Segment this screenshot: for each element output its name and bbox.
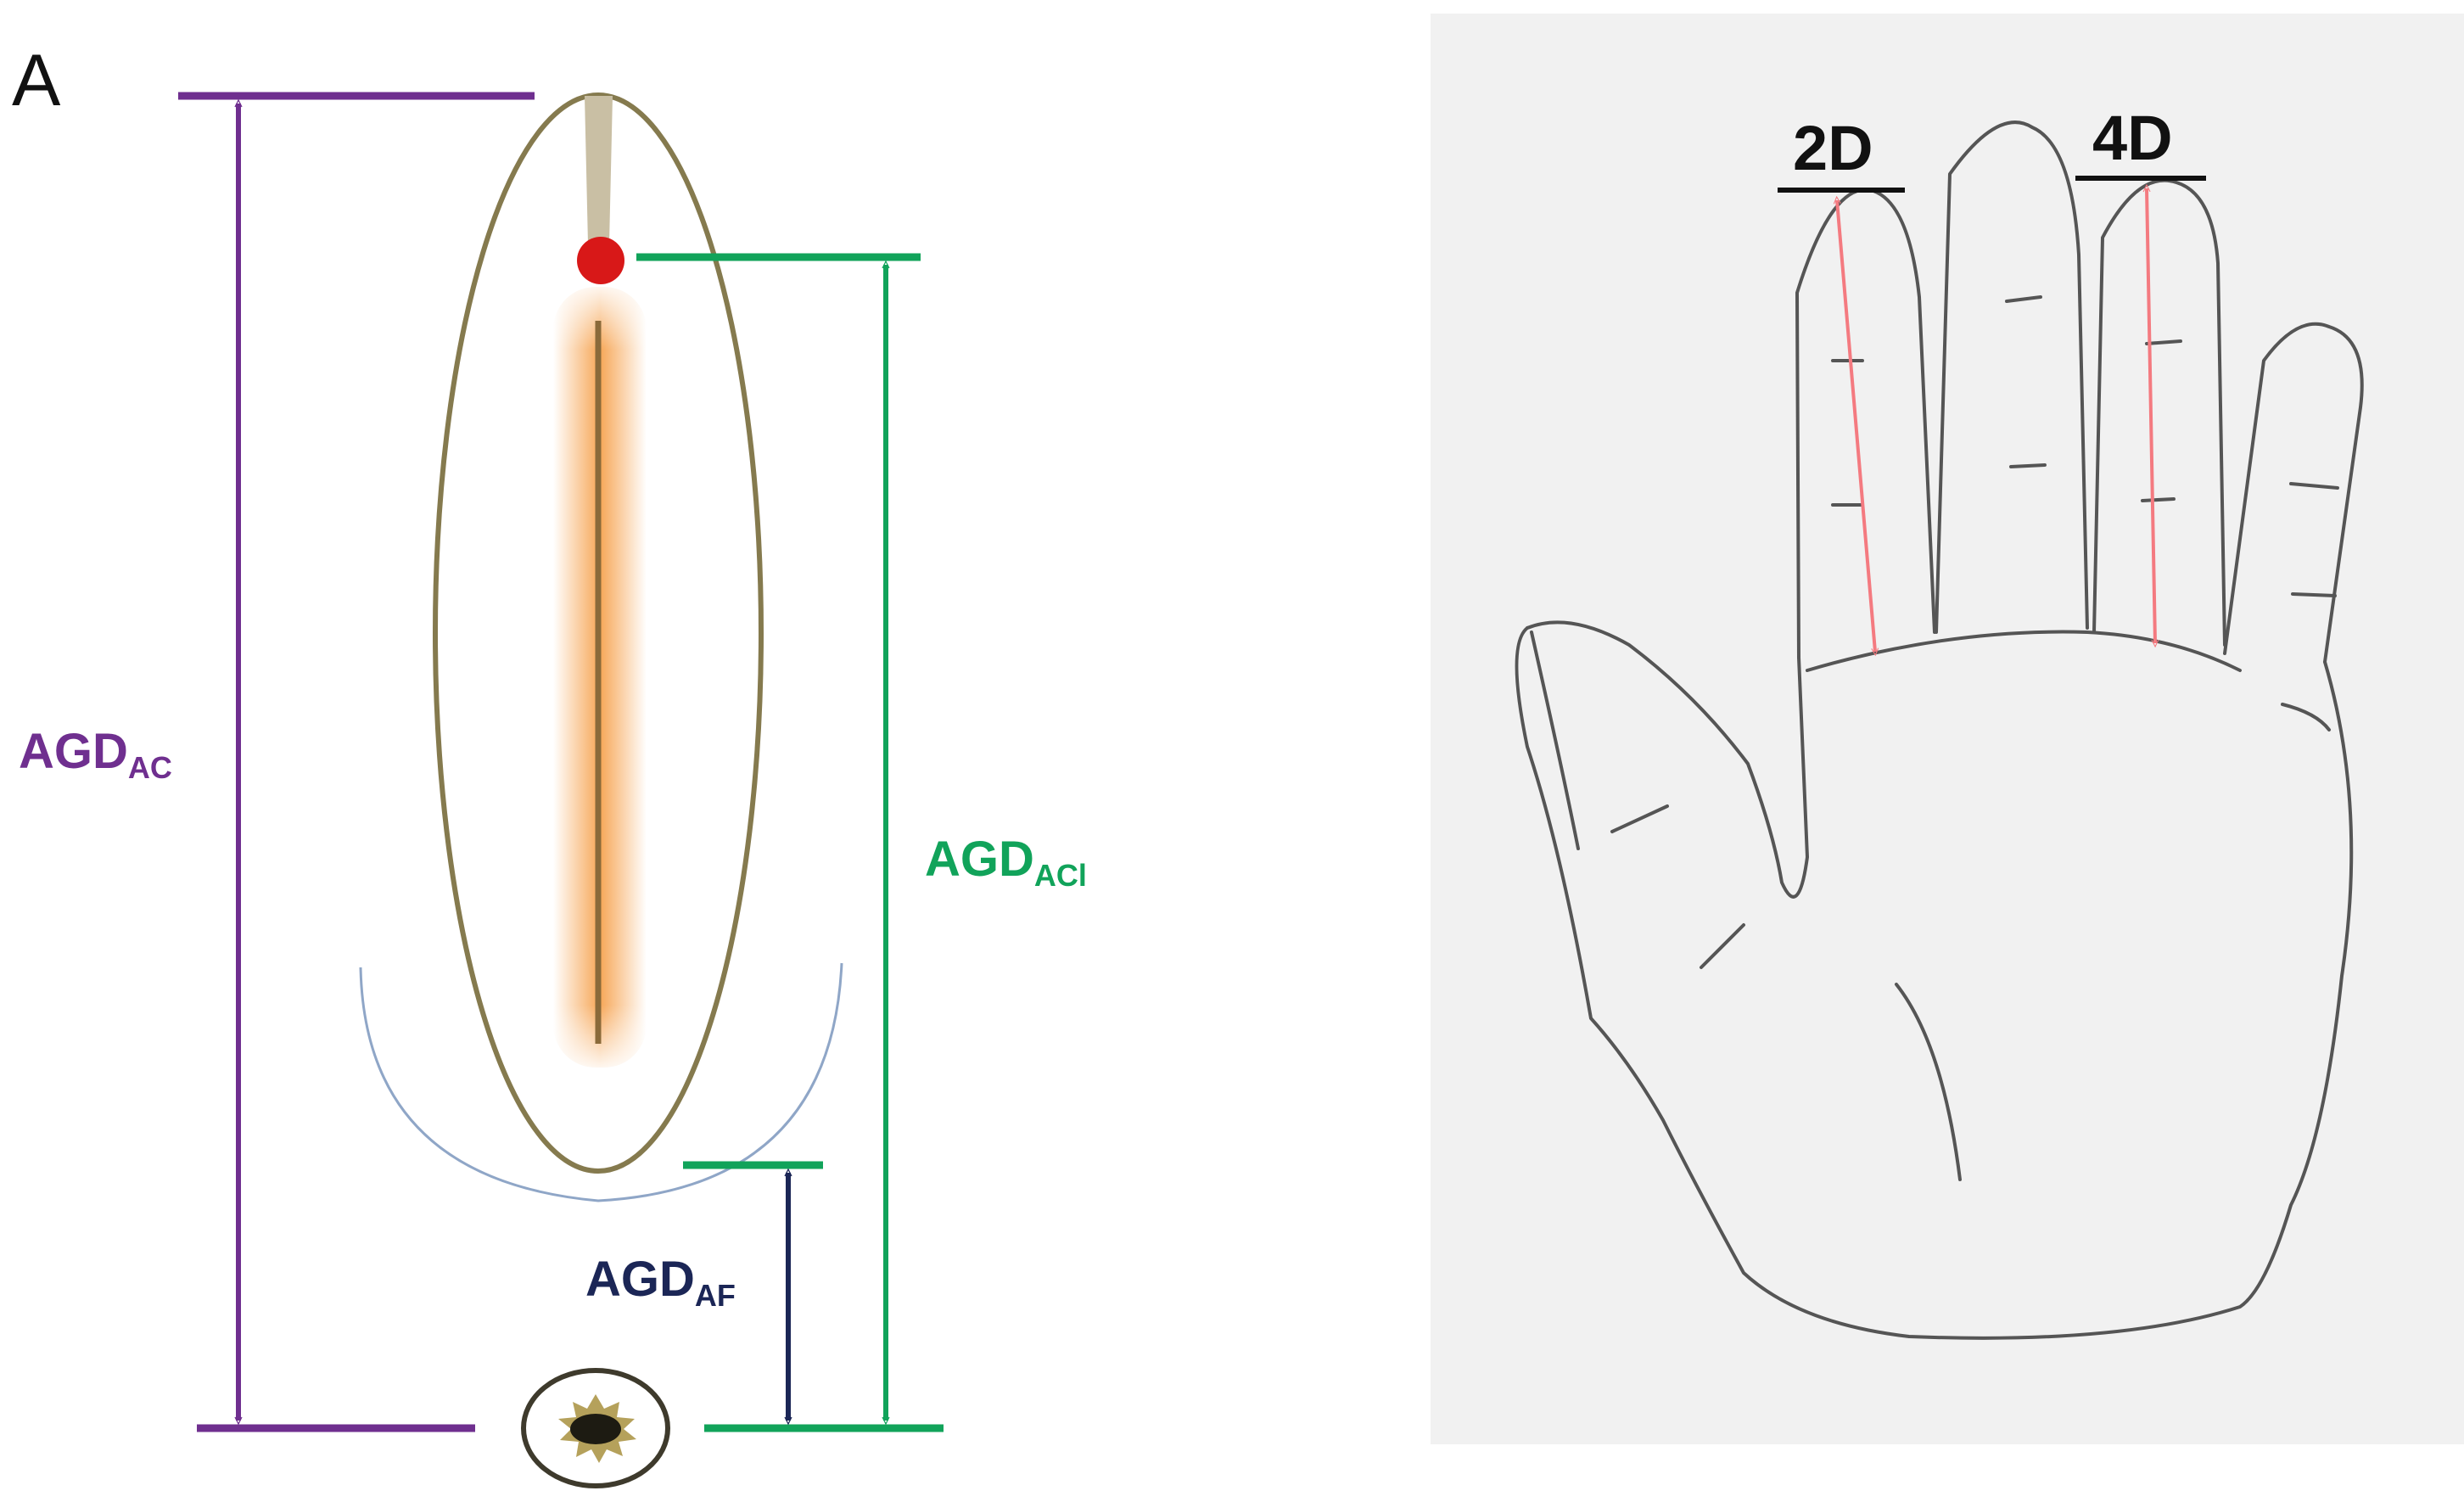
- agd-acl-measure: AGDACl: [636, 253, 1087, 1432]
- panel-b: B: [1431, 14, 2464, 1444]
- second-digit-measure: 2D: [1778, 113, 1905, 652]
- label-2d: 2D: [1793, 113, 1873, 183]
- panel-a: A AGDAC AGDAC: [12, 40, 1087, 1488]
- fourth-digit-measure: 4D: [2075, 103, 2206, 643]
- agd-af-label: AGDAF: [585, 1252, 736, 1313]
- body-outline-ellipse: [433, 92, 764, 1174]
- agd-ac-measure: AGDAC: [19, 92, 535, 1432]
- genital-diagram: [359, 92, 843, 1488]
- agd-acl-label: AGDACl: [925, 832, 1087, 893]
- prepuce-tip: [585, 96, 613, 244]
- scrotum-arc: [359, 962, 843, 1202]
- glans-dot: [577, 237, 624, 284]
- agd-af-measure: AGDAF: [585, 1161, 823, 1421]
- anus-icon: [521, 1368, 670, 1488]
- agd-ac-label: AGDAC: [19, 724, 172, 785]
- 4d-length-arrow: [2147, 188, 2155, 643]
- 2d-length-arrow: [1837, 200, 1875, 652]
- label-4d: 4D: [2092, 103, 2173, 173]
- panel-a-letter: A: [12, 40, 61, 121]
